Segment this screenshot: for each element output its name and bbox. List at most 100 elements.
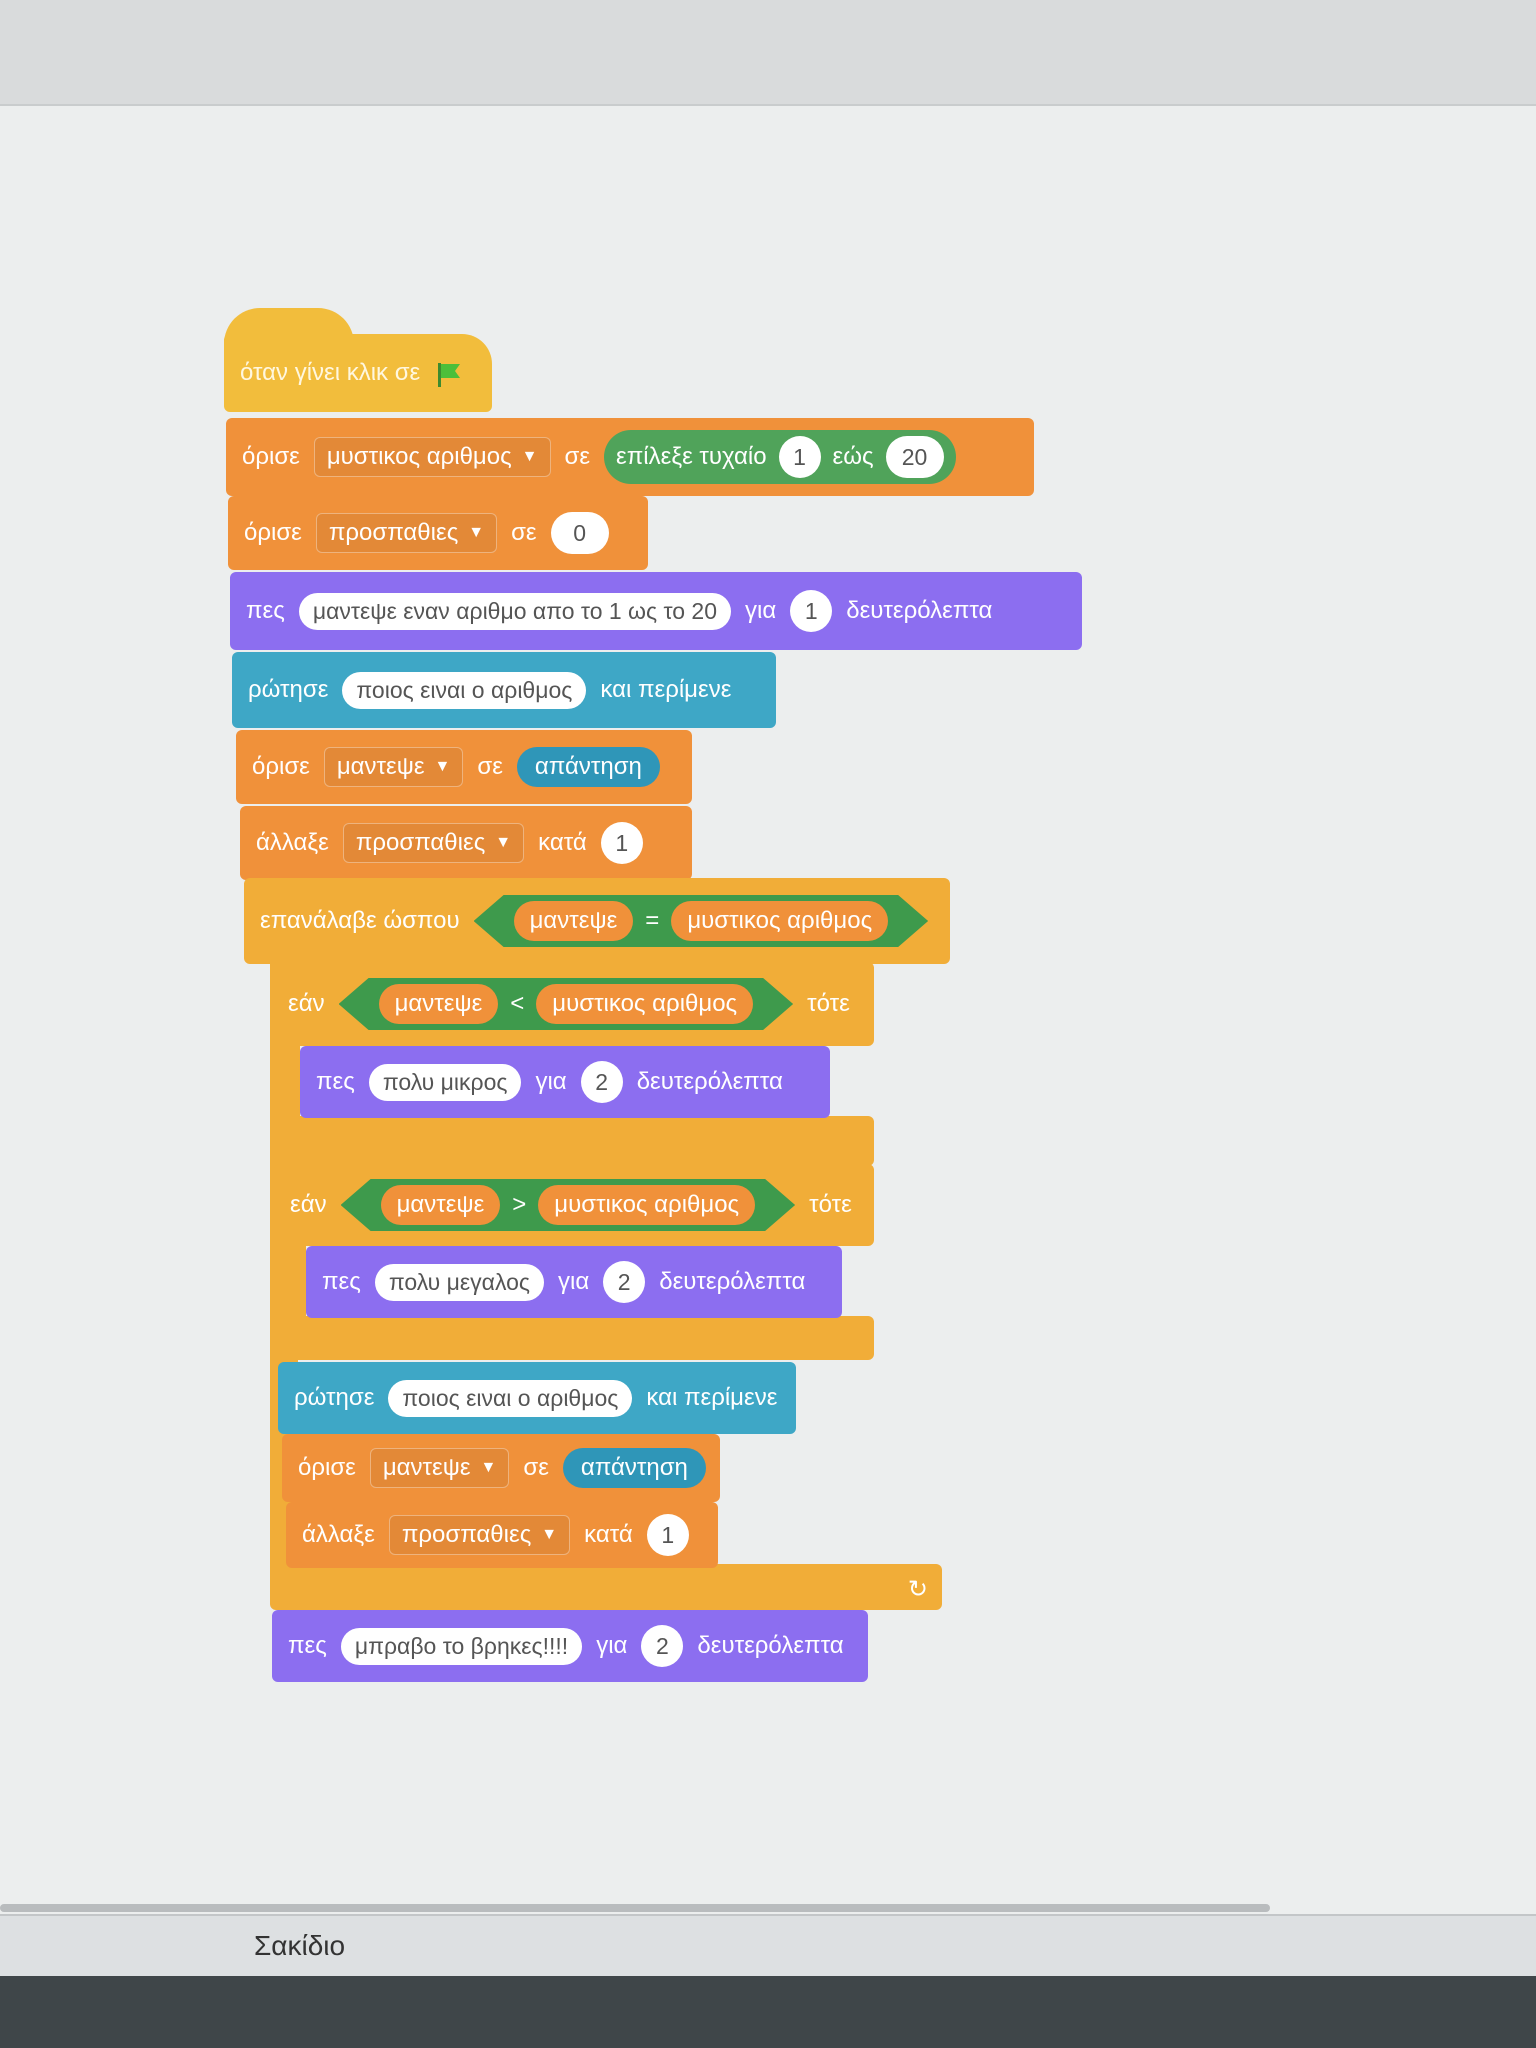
change-value-input[interactable]: 1: [646, 1514, 689, 1556]
change-label: άλλαξε: [302, 1521, 375, 1548]
variable-dropdown[interactable]: μαντεψε ▼: [323, 747, 464, 787]
chevron-down-icon: ▼: [480, 1459, 497, 1476]
if-less-than-arm: [272, 1044, 300, 1118]
chevron-down-icon: ▼: [541, 1526, 558, 1543]
say-too-big-block[interactable]: πες πολυ μεγαλος για 2 δευτερόλεπτα: [306, 1246, 842, 1318]
set-secret-number-block[interactable]: όρισε μυστικος αριθμος ▼ σε επίλεξε τυχαί…: [226, 418, 1034, 496]
question-input[interactable]: ποιος ειναι ο αριθμος: [342, 671, 587, 709]
secret-number-reporter[interactable]: μυστικος αριθμος: [538, 1185, 755, 1225]
guess-variable-reporter[interactable]: μαντεψε: [514, 901, 634, 941]
guess-variable-reporter[interactable]: μαντεψε: [381, 1185, 501, 1225]
screen-bottom-bezel: [0, 1976, 1536, 2048]
if-greater-than-arm: [274, 1244, 306, 1318]
backpack-panel[interactable]: Σακίδιο: [0, 1914, 1536, 1978]
set-guess-block[interactable]: όρισε μαντεψε ▼ σε απάντηση: [236, 730, 692, 804]
horizontal-scrollbar[interactable]: [0, 1904, 1270, 1912]
random-to-input[interactable]: 20: [885, 436, 944, 478]
secret-number-reporter[interactable]: μυστικος αριθμος: [671, 901, 888, 941]
variable-dropdown[interactable]: μυστικος αριθμος ▼: [313, 437, 551, 477]
to-word: εώς: [832, 443, 874, 470]
for-label: για: [596, 1632, 628, 1659]
loop-arrow-icon: ↻: [907, 1576, 928, 1603]
for-label: για: [557, 1268, 590, 1295]
change-value-input[interactable]: 1: [600, 822, 643, 864]
say-label: πες: [316, 1068, 355, 1095]
if-label: εάν: [288, 990, 325, 1017]
seconds-input[interactable]: 1: [790, 590, 833, 632]
backpack-label: Σακίδιο: [254, 1930, 346, 1961]
for-label: για: [745, 597, 777, 624]
answer-reporter[interactable]: απάντηση: [516, 747, 660, 787]
variable-dropdown[interactable]: μαντεψε▼: [369, 1448, 510, 1488]
say-too-small-block[interactable]: πες πολυ μικρος για 2 δευτερόλεπτα: [300, 1046, 830, 1118]
if-label: εάν: [290, 1191, 327, 1218]
say-label: πες: [246, 597, 285, 624]
variable-name: προσπαθιες: [328, 519, 459, 546]
seconds-input[interactable]: 2: [603, 1261, 646, 1303]
variable-dropdown[interactable]: προσπαθιες ▼: [315, 513, 498, 553]
set-label: όρισε: [242, 443, 300, 470]
repeat-until-footer: ↻: [270, 1564, 942, 1610]
when-flag-clicked-block[interactable]: όταν γίνει κλικ σε: [224, 334, 492, 412]
answer-reporter[interactable]: απάντηση: [562, 1448, 706, 1488]
to-label: σε: [564, 443, 591, 470]
seconds-label: δευτερόλεπτα: [659, 1268, 806, 1295]
set-label: όρισε: [252, 753, 310, 780]
green-flag-icon: [434, 360, 464, 387]
variable-dropdown[interactable]: προσπαθιες▼: [388, 1515, 571, 1555]
pick-random-label: επίλεξε τυχαίο: [616, 443, 767, 470]
seconds-label: δευτερόλεπτα: [697, 1632, 844, 1659]
change-attempts-block[interactable]: άλλαξε προσπαθιες▼ κατά 1: [240, 806, 692, 880]
set-guess-block-2[interactable]: όρισε μαντεψε▼ σε απάντηση: [282, 1434, 720, 1502]
guess-variable-reporter[interactable]: μαντεψε: [379, 984, 499, 1024]
random-from-input[interactable]: 1: [778, 436, 821, 478]
repeat-until-label: επανάλαβε ώσπου: [260, 907, 460, 934]
say-label: πες: [322, 1268, 361, 1295]
chevron-down-icon: ▼: [468, 524, 485, 541]
say-congrats-block[interactable]: πες μπραβο το βρηκες!!!! για 2 δευτερόλε…: [272, 1610, 868, 1682]
ask-and-wait-block-2[interactable]: ρώτησε ποιος ειναι ο αριθμος και περίμεν…: [278, 1362, 796, 1434]
variable-name: μυστικος αριθμος: [326, 443, 512, 470]
repeat-until-block[interactable]: επανάλαβε ώσπου μαντεψε = μυστικος αριθμ…: [244, 878, 950, 964]
say-for-secs-block[interactable]: πες μαντεψε εναν αριθμο απο το 1 ως το 2…: [230, 572, 1082, 650]
then-label: τότε: [807, 990, 850, 1017]
change-label: άλλαξε: [256, 829, 329, 856]
equals-operator: =: [645, 907, 660, 934]
then-label: τότε: [809, 1191, 852, 1218]
hat-text: όταν γίνει κλικ σε: [240, 359, 421, 386]
chevron-down-icon: ▼: [521, 448, 538, 465]
ask-and-wait-block[interactable]: ρώτησε ποιος ειναι ο αριθμος και περίμεν…: [232, 652, 776, 728]
set-label: όρισε: [298, 1454, 356, 1481]
message-input[interactable]: μπραβο το βρηκες!!!!: [340, 1627, 583, 1665]
if-less-than-block[interactable]: εάν μαντεψε < μυστικος αριθμος τότε: [272, 962, 874, 1046]
pick-random-reporter[interactable]: επίλεξε τυχαίο 1 εώς 20: [604, 430, 956, 484]
secret-number-reporter[interactable]: μυστικος αριθμος: [536, 984, 753, 1024]
message-input[interactable]: πολυ μεγαλος: [374, 1263, 544, 1301]
to-label: σε: [511, 519, 537, 546]
greater-than-condition[interactable]: μαντεψε > μυστικος αριθμος: [341, 1179, 796, 1231]
by-label: κατά: [584, 1521, 633, 1548]
seconds-label: δευτερόλεπτα: [846, 597, 993, 624]
chevron-down-icon: ▼: [434, 758, 451, 775]
top-toolbar: [0, 0, 1536, 106]
message-input[interactable]: μαντεψε εναν αριθμο απο το 1 ως το 20: [298, 592, 732, 630]
message-input[interactable]: πολυ μικρος: [368, 1063, 522, 1101]
set-attempts-block[interactable]: όρισε προσπαθιες▼ σε 0: [228, 496, 648, 570]
seconds-input[interactable]: 2: [641, 1625, 684, 1667]
equals-condition[interactable]: μαντεψε = μυστικος αριθμος: [474, 895, 929, 947]
value-input[interactable]: 0: [550, 512, 609, 554]
if-greater-than-block[interactable]: εάν μαντεψε > μυστικος αριθμος τότε: [274, 1164, 874, 1246]
variable-dropdown[interactable]: προσπαθιες▼: [342, 823, 525, 863]
wait-label: και περίμενε: [600, 676, 732, 703]
question-input[interactable]: ποιος ειναι ο αριθμος: [388, 1379, 633, 1417]
to-label: σε: [477, 753, 503, 780]
if-greater-than-footer: [274, 1316, 874, 1360]
chevron-down-icon: ▼: [495, 834, 512, 851]
if-less-than-footer: [272, 1116, 874, 1166]
change-attempts-block-2[interactable]: άλλαξε προσπαθιες▼ κατά 1: [286, 1502, 718, 1568]
greater-than-operator: >: [512, 1191, 527, 1218]
seconds-input[interactable]: 2: [580, 1061, 623, 1103]
less-than-condition[interactable]: μαντεψε < μυστικος αριθμος: [339, 978, 794, 1030]
say-label: πες: [288, 1632, 327, 1659]
variable-name: μαντεψε: [336, 753, 425, 780]
